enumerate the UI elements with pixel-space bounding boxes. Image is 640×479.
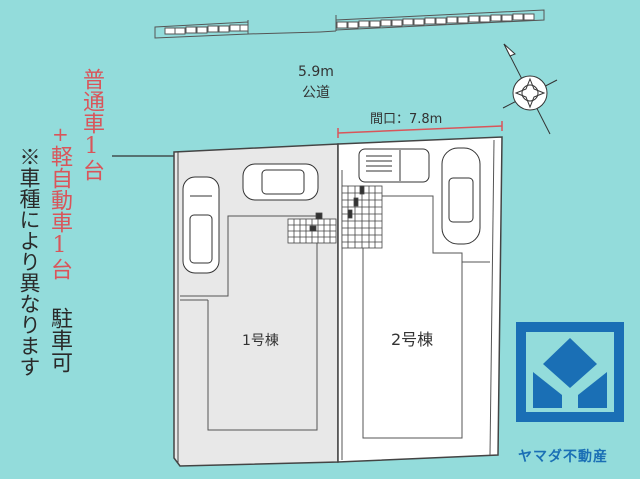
parking-note-plus: +	[52, 122, 69, 146]
car-vertical-lot1	[182, 176, 220, 274]
car-horizontal-lot2	[358, 148, 430, 183]
parking-note-suffix: 駐車可	[47, 307, 72, 373]
road-type-label: 公道	[302, 85, 330, 101]
north-arrow-icon	[502, 43, 558, 135]
fence-left	[154, 20, 321, 39]
frontage-label: 間口：7.8m	[370, 112, 443, 127]
company-name: ヤマダ不動産	[518, 449, 608, 465]
paving-grid-1	[287, 212, 337, 244]
car-vertical-lot2	[441, 147, 481, 245]
fence-right	[319, 9, 545, 33]
car-horizontal-lot1	[242, 163, 319, 201]
frontage-dimension	[337, 121, 503, 138]
parking-note-regular-car: 普通車1台	[79, 68, 104, 181]
lot-2-label: 2号棟	[391, 330, 434, 349]
parking-note-kei-car: 軽自動車1台	[47, 145, 72, 280]
vehicle-type-disclaimer: ※車種により異なります	[17, 146, 41, 377]
paving-grid-2	[341, 185, 383, 249]
lot-2-building	[362, 195, 463, 439]
company-logo-mark	[516, 322, 624, 422]
road-width-label: 5.9m	[298, 64, 334, 80]
lot-1-label: 1号棟	[242, 333, 279, 349]
